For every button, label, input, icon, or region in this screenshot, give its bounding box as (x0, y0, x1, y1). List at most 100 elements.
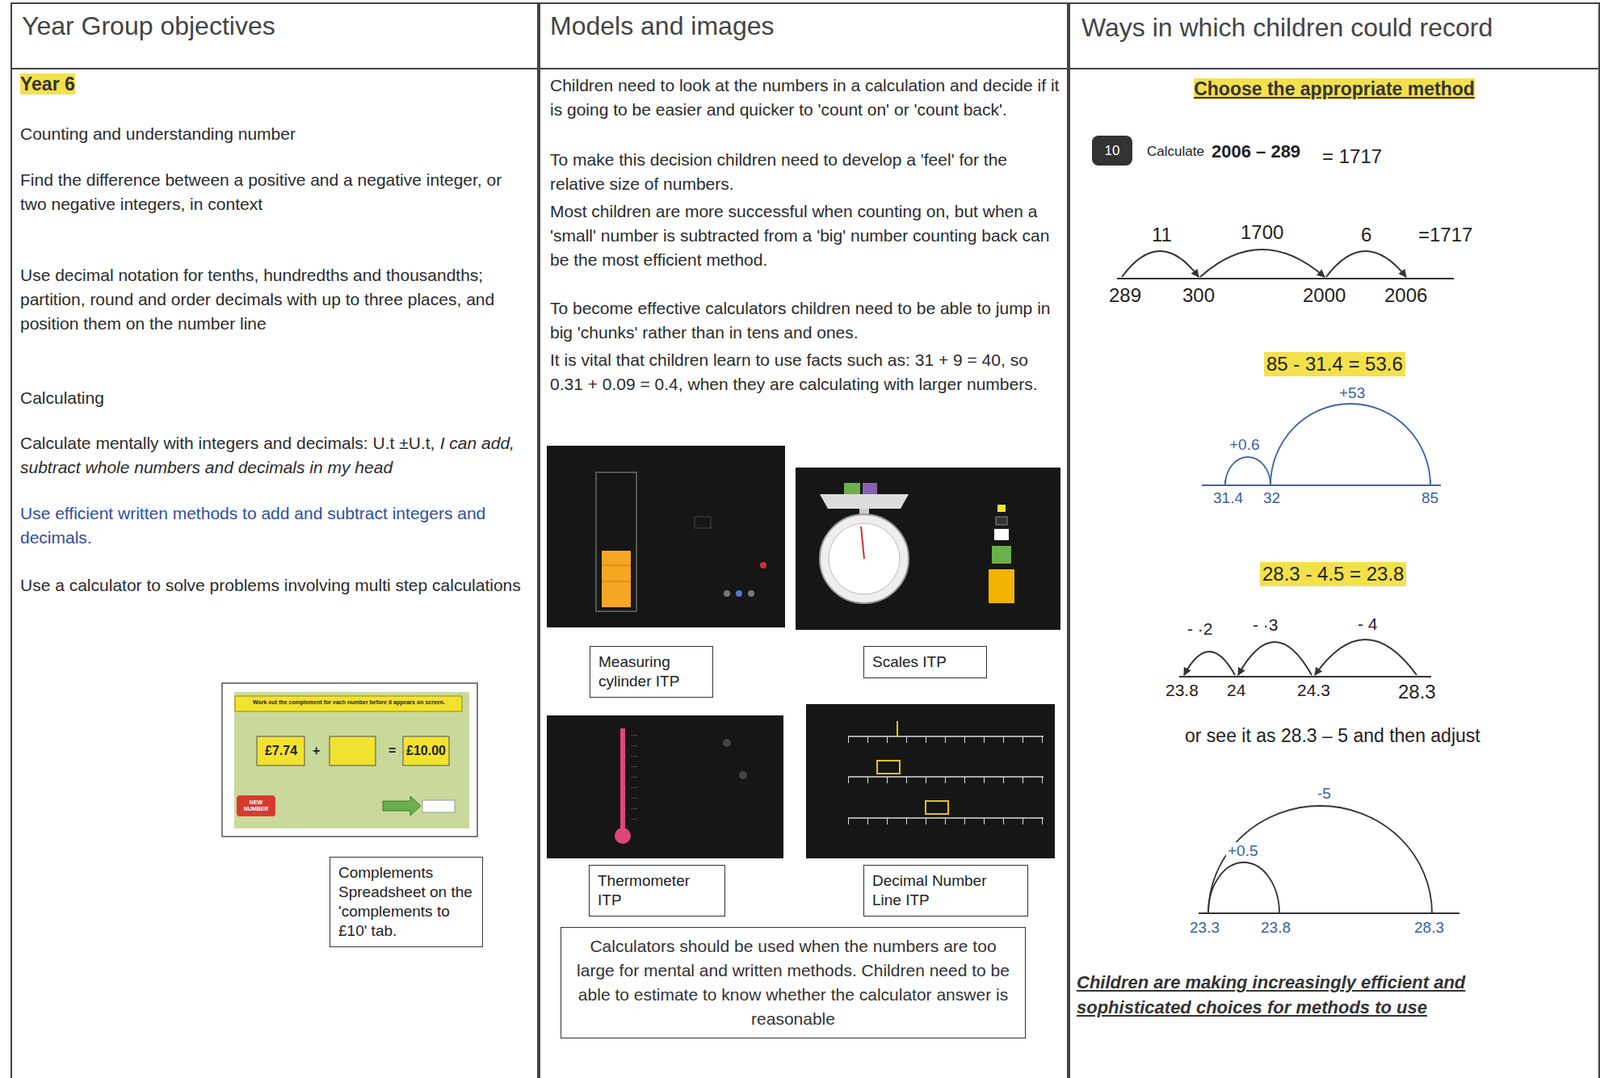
number-line-value: 2006 (1384, 284, 1428, 307)
number-line-value: 300 (1182, 284, 1215, 307)
number-line-2006-part (1121, 251, 1199, 278)
number-line-adjust-part (1208, 862, 1280, 914)
thermometer-screenshot (546, 715, 784, 859)
text-paragraph: Use efficient written methods to add and… (20, 501, 521, 551)
measuring-cylinder-screenshot-part (723, 590, 731, 597)
number-line-value: 32 (1261, 489, 1282, 508)
text-paragraph: Year 6 (20, 71, 76, 97)
question-sum: 2006 – 289 (1211, 141, 1301, 163)
number-line-value: 2000 (1302, 284, 1346, 307)
measuring-cylinder-screenshot-part (601, 550, 631, 608)
measuring-cylinder-screenshot-part (747, 590, 755, 597)
thermometer-screenshot-part (630, 734, 638, 828)
complements-screenshot-part (422, 800, 455, 813)
scales-screenshot-part (991, 545, 1012, 564)
text: Counting and understanding number (20, 124, 296, 143)
text-paragraph: Use a calculator to solve problems invol… (20, 573, 521, 598)
question-number: 10 (1091, 135, 1133, 166)
text-paragraph: To become effective calculators children… (550, 296, 1061, 345)
jump-label: 1700 (1240, 221, 1284, 244)
screen-value: £10.00 (406, 743, 446, 759)
number-line-value: 28.3 (1412, 919, 1446, 937)
number-line-value: 24.3 (1297, 680, 1331, 701)
number-line-85 (1201, 403, 1441, 486)
complements-screenshot-part (382, 796, 421, 816)
scales-screenshot-part (997, 504, 1006, 513)
number-line-2006-part (1117, 277, 1454, 280)
caption-box: Measuring cylinder ITP (589, 646, 714, 698)
decimal-number-line-screenshot-part (877, 760, 900, 774)
number-line-value: 23.8 (1165, 680, 1199, 701)
text-paragraph: Calculate mentally with integers and dec… (20, 431, 521, 480)
caption-box: Decimal Number Line ITP (863, 865, 1029, 917)
objectives-column: Year Group objectivesYear 6Counting and … (10, 2, 539, 1078)
text-paragraph: Children need to look at the numbers in … (550, 73, 1061, 122)
text: Most children are more successful when c… (550, 201, 1050, 269)
text-paragraph: Use decimal notation for tenths, hundred… (20, 263, 521, 336)
scales-screenshot-part (860, 526, 865, 559)
caption-text: Scales ITP (872, 653, 947, 671)
text: It is vital that children learn to use f… (550, 350, 1038, 394)
text-paragraph: Ways in which children could record (1081, 12, 1567, 43)
number-line-28-3-part (1184, 651, 1235, 676)
measuring-cylinder-screenshot-part (760, 562, 767, 569)
scales-screenshot-part (995, 516, 1008, 525)
scales-screenshot-part (844, 482, 861, 495)
decimal-number-line-screenshot-part (848, 818, 1044, 825)
complements-screenshot-part (236, 795, 276, 817)
answer: =1717 (1418, 223, 1473, 247)
number-line-28-3-part (1238, 642, 1312, 676)
number-line-28-3-part (1179, 676, 1432, 678)
thermometer-screenshot-part (739, 771, 748, 780)
text: Ways in which children could record (1081, 12, 1493, 42)
measuring-cylinder-screenshot-part (601, 581, 631, 583)
table-rule-part (10, 67, 1600, 70)
jump-label: -5 (1315, 785, 1333, 803)
number-line-2006-part (1326, 251, 1407, 278)
number-line-value: 23.3 (1188, 919, 1222, 937)
text-paragraph: It is vital that children learn to use f… (550, 348, 1061, 397)
complements-screenshot-part (329, 736, 376, 766)
text: Models and images (550, 11, 774, 41)
models-column: Models and imagesChildren need to look a… (538, 2, 1069, 1078)
note-text: or see it as 28.3 – 5 and then adjust (1184, 725, 1481, 748)
number-line-value: 289 (1108, 284, 1142, 307)
text: Use efficient written methods to add and… (20, 503, 486, 547)
scales-screenshot-part (988, 569, 1015, 604)
text-paragraph: Most children are more successful when c… (550, 199, 1061, 273)
number-line-2006-part (1200, 249, 1325, 278)
measuring-cylinder-screenshot-part (735, 590, 743, 597)
number-line-adjust-part (1198, 912, 1460, 915)
text: Year 6 (20, 73, 76, 95)
text: Use a calculator to solve problems invol… (20, 575, 521, 595)
number-line-85-part (1225, 457, 1271, 486)
caption-text: Complements Spreadsheet on the 'compleme… (338, 864, 473, 940)
note-box: Calculators should be used when the numb… (560, 927, 1026, 1039)
number-line-value: 23.8 (1259, 919, 1293, 937)
jump-label: +0.6 (1227, 436, 1262, 454)
scales-screenshot-part (862, 482, 878, 495)
number-line-85-part (1270, 403, 1431, 486)
text-paragraph: Children are making increasingly efficie… (1076, 970, 1562, 1021)
jump-label: - 4 (1357, 614, 1378, 635)
jump-label: +53 (1337, 384, 1367, 403)
text-paragraph: Find the difference between a positive a… (20, 167, 521, 217)
text-paragraph: Calculating (20, 386, 521, 411)
thermometer-screenshot-part (546, 715, 784, 859)
text: Find the difference between a positive a… (20, 170, 502, 214)
decimal-number-line-screenshot-part (806, 704, 1055, 859)
highlighted-sum: 85 - 31.4 = 53.6 (1264, 352, 1406, 377)
text: Children are making increasingly efficie… (1076, 972, 1466, 1018)
number-line-85-part (1201, 484, 1441, 487)
caption-text: Decimal Number Line ITP (872, 872, 987, 909)
screen-button: NEW NUMBER (238, 799, 274, 813)
measuring-cylinder-screenshot-part (596, 472, 637, 612)
jump-label: 11 (1151, 223, 1172, 247)
text: To become effective calculators children… (550, 298, 1050, 342)
measuring-cylinder-screenshot-part (694, 516, 711, 529)
complements-screenshot (222, 683, 478, 837)
jump-label: - ·2 (1187, 619, 1214, 639)
caption-box: Thermometer ITP (588, 865, 726, 917)
decimal-number-line-screenshot-part (848, 776, 1044, 784)
scales-screenshot (795, 467, 1061, 630)
